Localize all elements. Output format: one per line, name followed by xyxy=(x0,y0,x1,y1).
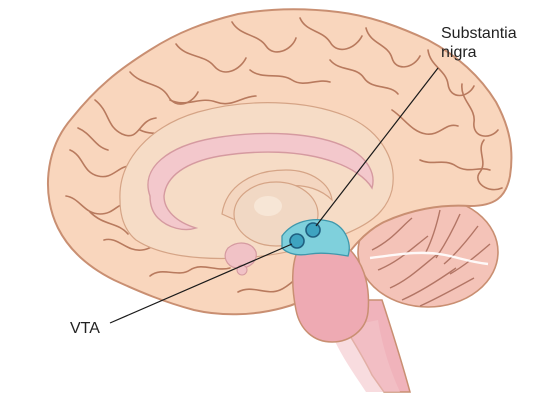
substantia-nigra-leader xyxy=(315,67,439,227)
hypothalamus xyxy=(224,242,257,269)
substantia-nigra-label: Substantia nigra xyxy=(441,24,517,62)
vta-label: VTA xyxy=(70,320,100,337)
vta-marker xyxy=(289,233,305,249)
corpus-callosum xyxy=(147,132,374,231)
cortex-sulci xyxy=(65,17,503,293)
brainstem xyxy=(291,239,370,343)
vta-leader xyxy=(109,243,293,324)
substantia-nigra-marker xyxy=(305,222,321,238)
substantia-nigra-label-line2: nigra xyxy=(441,44,477,61)
substantia-nigra-label-line1: Substantia xyxy=(441,25,517,42)
